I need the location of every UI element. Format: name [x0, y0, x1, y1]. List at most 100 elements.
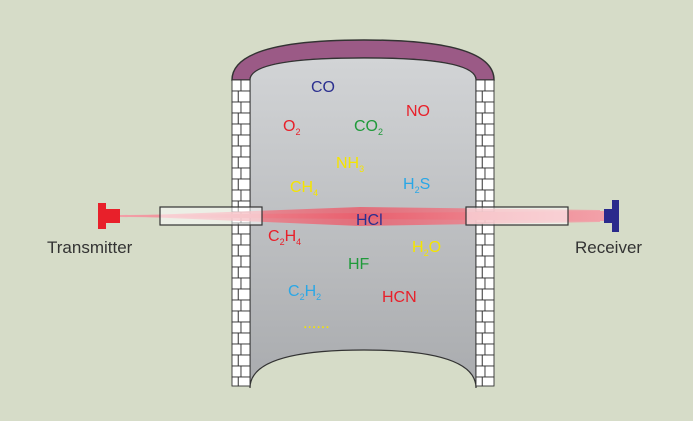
brick: [475, 79, 486, 92]
gas-formula-main: C: [268, 228, 280, 245]
brick: [231, 365, 242, 378]
gas-label-hcl: HCl: [356, 212, 383, 229]
brick: [231, 266, 239, 279]
gas-label-no: NO: [406, 103, 430, 120]
gas-label-hf: HF: [348, 256, 370, 273]
brick: [231, 277, 242, 290]
gas-label-more: ......: [303, 315, 330, 332]
brick: [475, 354, 483, 367]
gas-label-c2h4: C2H4: [268, 228, 301, 247]
brick: [475, 244, 483, 257]
brick: [481, 112, 495, 125]
brick: [475, 288, 483, 301]
brick: [240, 123, 251, 136]
gas-label-h2o: H2O: [412, 239, 441, 258]
brick: [237, 90, 251, 103]
brick: [475, 123, 486, 136]
brick: [231, 101, 242, 114]
brick: [481, 288, 495, 301]
brick: [231, 134, 239, 147]
brick: [240, 255, 251, 268]
brick: [484, 255, 495, 268]
brick: [481, 244, 495, 257]
brick: [475, 112, 483, 125]
brick: [231, 178, 239, 191]
brick: [240, 277, 251, 290]
brick: [231, 90, 239, 103]
brick: [240, 233, 251, 246]
brick: [475, 167, 486, 180]
gas-formula-element: H: [285, 228, 297, 245]
brick: [475, 310, 483, 323]
brick: [481, 310, 495, 323]
gas-formula-main: CO: [311, 79, 335, 96]
gas-formula-main: HCN: [382, 289, 417, 306]
brick: [240, 189, 251, 202]
brick: [231, 112, 239, 125]
brick: [484, 343, 495, 356]
brick: [231, 376, 239, 387]
brick: [484, 101, 495, 114]
gas-formula-main: ......: [303, 315, 330, 332]
gas-formula-main: H: [412, 239, 424, 256]
gas-formula-element: H: [305, 283, 317, 300]
brick: [231, 332, 239, 345]
gas-formula-main: CH: [290, 179, 313, 196]
left-brick-wall: [231, 79, 251, 387]
gas-label-nh3: NH3: [336, 155, 364, 174]
brick: [481, 134, 495, 147]
receiver-device: [604, 200, 619, 232]
brick: [475, 255, 486, 268]
brick: [475, 145, 486, 158]
brick: [484, 79, 495, 92]
gas-label-h2s: H2S: [403, 176, 430, 195]
right-purge-tube: [465, 206, 569, 226]
brick: [475, 233, 486, 246]
brick: [481, 354, 495, 367]
brick: [484, 123, 495, 136]
brick: [240, 145, 251, 158]
gas-label-ch4: CH4: [290, 179, 318, 198]
gas-formula-main: HCl: [356, 212, 383, 229]
transmitter-label: Transmitter: [47, 238, 133, 257]
brick: [240, 365, 251, 378]
transmitter-device: [98, 203, 120, 229]
brick: [484, 277, 495, 290]
brick: [481, 156, 495, 169]
brick: [484, 189, 495, 202]
brick: [231, 244, 239, 257]
brick: [475, 343, 486, 356]
gas-formula-subscript: 2: [316, 292, 321, 302]
gas-formula-subscript: 2: [378, 127, 383, 137]
brick: [237, 156, 251, 169]
brick: [484, 365, 495, 378]
brick: [475, 189, 486, 202]
brick: [475, 266, 483, 279]
brick: [475, 134, 483, 147]
brick: [484, 321, 495, 334]
gas-label-hcn: HCN: [382, 289, 417, 306]
brick: [484, 233, 495, 246]
brick: [237, 134, 251, 147]
brick: [231, 79, 242, 92]
gas-formula-subscript: 2: [424, 248, 429, 258]
gas-formula-subscript: 2: [280, 237, 285, 247]
brick: [481, 178, 495, 191]
brick: [475, 299, 486, 312]
brick: [231, 310, 239, 323]
brick: [240, 299, 251, 312]
brick: [481, 332, 495, 345]
right-brick-wall: [475, 79, 495, 387]
brick: [231, 288, 239, 301]
brick: [231, 354, 239, 367]
brick: [237, 354, 251, 367]
brick: [475, 321, 486, 334]
gas-label-co: CO: [311, 79, 335, 96]
gas-formula-main: HF: [348, 256, 370, 273]
brick: [231, 189, 242, 202]
brick: [237, 310, 251, 323]
gas-formula-element: O: [429, 239, 441, 256]
brick: [237, 266, 251, 279]
